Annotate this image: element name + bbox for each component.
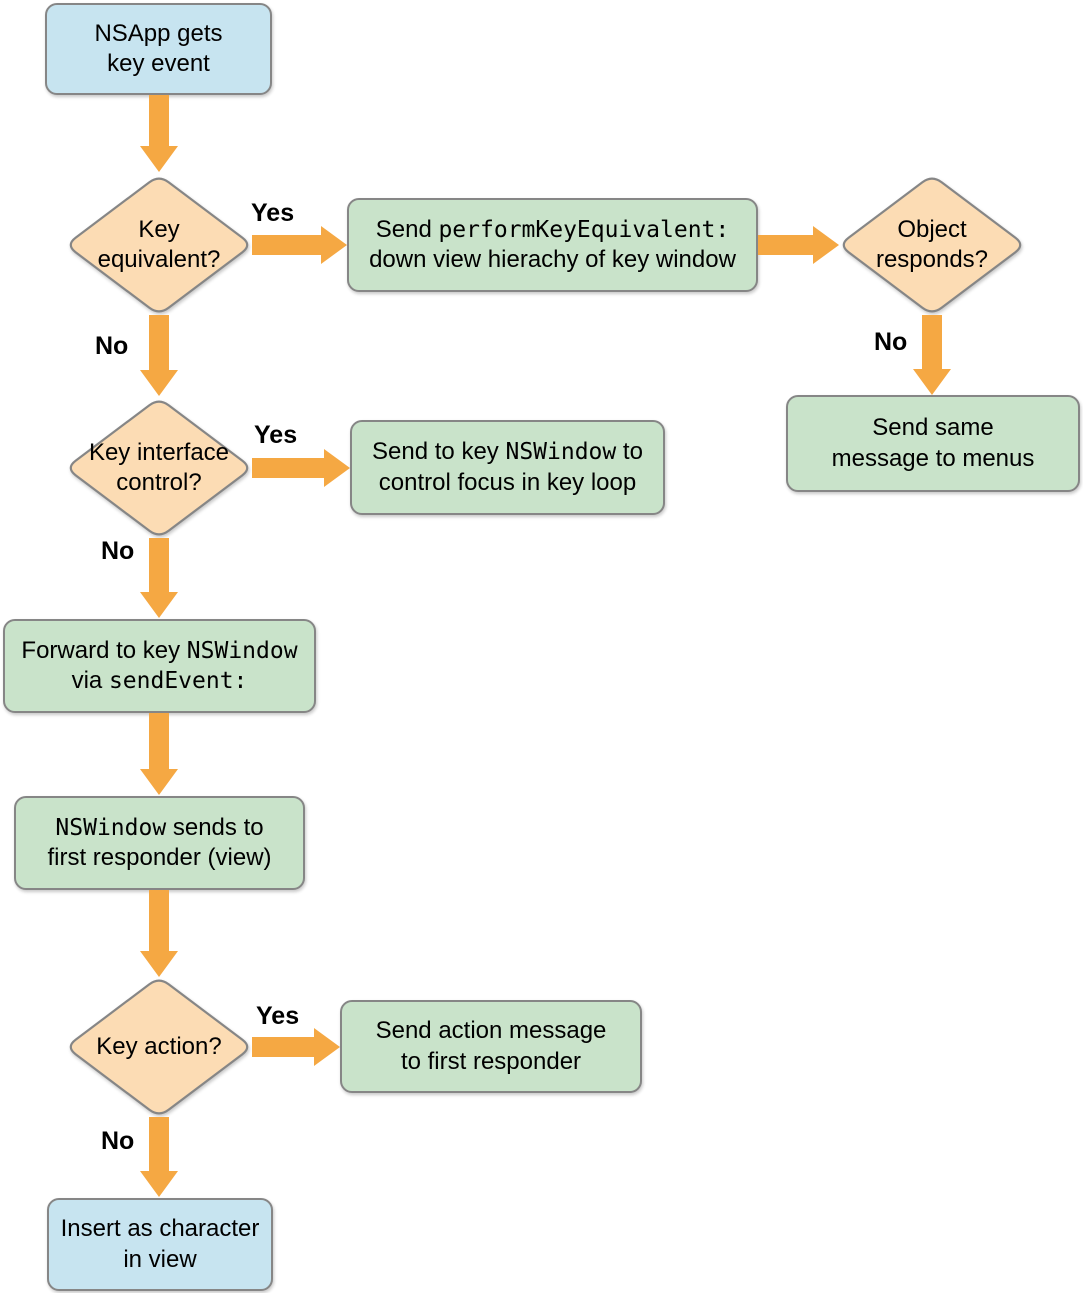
code-nswindow: NSWindow bbox=[505, 439, 617, 466]
diamond-key-action bbox=[69, 979, 249, 1115]
node-text-line: Send action message bbox=[375, 1017, 607, 1045]
diamond-text-line: control? bbox=[116, 469, 202, 496]
node-text-line: Send to key NSWindow to bbox=[372, 438, 643, 466]
node-text-line: Send performKeyEquivalent: bbox=[375, 215, 730, 243]
node-text-line: in view bbox=[123, 1245, 197, 1273]
node-send-action-message: Send action message to first responder bbox=[340, 1000, 642, 1093]
node-text-line: control focus in key loop bbox=[378, 468, 637, 496]
label-yes-key-interface: Yes bbox=[254, 421, 298, 449]
label-yes-key-action: Yes bbox=[256, 1002, 300, 1030]
node-insert-as-character: Insert as character in view bbox=[47, 1198, 273, 1291]
diamond-text-line: responds? bbox=[875, 246, 989, 273]
node-text-line: Send same bbox=[872, 414, 994, 442]
label-yes-key-equivalent: Yes bbox=[251, 199, 295, 227]
node-text-line: key event bbox=[107, 50, 210, 77]
label-no-key-equivalent: No bbox=[95, 332, 129, 360]
diamond-key-interface-control-label: Key interface control? bbox=[66, 398, 252, 538]
diamond-text-line: Object bbox=[897, 216, 967, 243]
node-text-line: down view hierachy of key window bbox=[369, 246, 736, 273]
node-text-line: NSWindow sends to bbox=[55, 813, 264, 841]
label-no-key-interface: No bbox=[101, 537, 135, 565]
diamond-key-equivalent bbox=[69, 177, 249, 313]
code-nswindow: NSWindow bbox=[55, 814, 167, 841]
diamond-text-line: Key interface bbox=[88, 439, 230, 466]
arrow-right-key-action-to-action-message bbox=[252, 1028, 340, 1066]
diamond-text-line: equivalent? bbox=[97, 246, 221, 273]
arrow-down-key-equivalent-to-key-interface bbox=[140, 315, 178, 396]
code-sendevent: sendEvent: bbox=[108, 668, 248, 694]
node-text-line: Forward to key NSWindow bbox=[21, 636, 298, 664]
diamond-key-interface-control bbox=[69, 400, 249, 536]
node-forward-to-key-nswindow: Forward to key NSWindow via sendEvent: bbox=[3, 619, 316, 713]
code-nswindow: NSWindow bbox=[186, 637, 298, 664]
arrow-down-key-action-to-insert bbox=[140, 1117, 178, 1197]
diamond-object-responds bbox=[842, 177, 1022, 313]
arrow-down-key-interface-to-forward bbox=[140, 538, 178, 618]
node-nswindow-sends-to-first-responder: NSWindow sends to first responder (view) bbox=[14, 796, 305, 890]
diamond-key-action-label: Key action? bbox=[66, 977, 252, 1117]
arrow-right-key-interface-to-focus bbox=[252, 449, 350, 487]
node-text-line: message to menus bbox=[831, 444, 1035, 472]
arrow-down-object-responds-to-menus bbox=[913, 315, 951, 395]
arrow-down-nsapp-to-key-equivalent bbox=[140, 95, 178, 172]
arrow-down-sends-to-key-action bbox=[140, 890, 178, 977]
node-nsapp-gets-key-event: NSApp gets key event bbox=[45, 3, 272, 95]
node-text-line: to first responder bbox=[400, 1047, 582, 1075]
node-text-line: Insert as character bbox=[60, 1215, 260, 1243]
code-performkeyequivalent: performKeyEquivalent: bbox=[438, 216, 730, 243]
node-text-line: via sendEvent: bbox=[71, 667, 248, 694]
node-send-to-key-nswindow-focus: Send to key NSWindow to control focus in… bbox=[350, 420, 665, 515]
node-send-same-message-to-menus: Send same message to menus bbox=[786, 395, 1080, 492]
diamond-key-equivalent-label: Key equivalent? bbox=[66, 175, 252, 315]
diamond-object-responds-label: Object responds? bbox=[839, 175, 1025, 315]
node-text-line: first responder (view) bbox=[47, 844, 272, 871]
arrow-right-perform-to-object-responds bbox=[758, 226, 839, 264]
node-text-line: NSApp gets bbox=[94, 19, 223, 47]
node-send-performkeyequivalent: Send performKeyEquivalent: down view hie… bbox=[347, 198, 758, 292]
arrow-right-key-equivalent-to-perform bbox=[252, 226, 347, 264]
diamond-text-line: Key action? bbox=[96, 1033, 222, 1060]
diamond-text-line: Key bbox=[138, 216, 180, 243]
arrow-down-forward-to-sends bbox=[140, 713, 178, 795]
label-no-key-action: No bbox=[101, 1127, 135, 1155]
label-no-object-responds: No bbox=[874, 328, 908, 356]
